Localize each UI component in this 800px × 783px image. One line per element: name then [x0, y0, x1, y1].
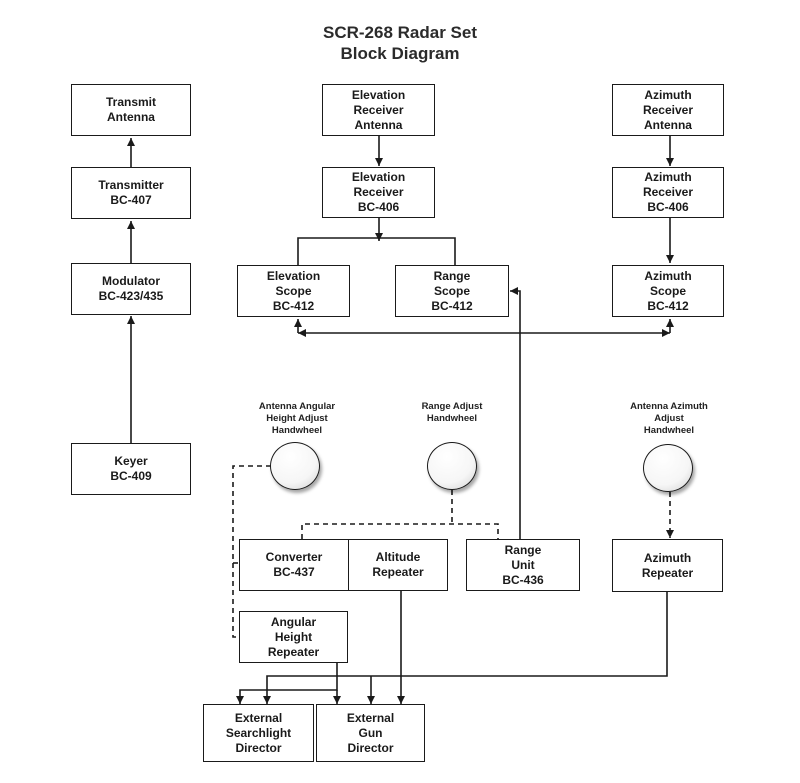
angular-height-handwheel-label: Antenna Angular Height Adjust Handwheel — [258, 401, 336, 436]
modulator-block: Modulator BC-423/435 — [71, 263, 191, 315]
elevation-receiver-antenna-block: Elevation Receiver Antenna — [322, 84, 435, 136]
converter-block: Converter BC-437 — [239, 539, 349, 591]
azimuth-repeater-block: Azimuth Repeater — [612, 539, 723, 592]
wire-elev-receiver-split — [297, 237, 456, 265]
keyer-block: Keyer BC-409 — [71, 443, 191, 495]
range-adjust-handwheel-label: Range Adjust Handwheel — [421, 401, 483, 424]
azimuth-adjust-handwheel-label: Antenna Azimuth Adjust Handwheel — [630, 401, 708, 436]
diagram-subtitle: Block Diagram — [340, 44, 460, 63]
range-scope-block: Range Scope BC-412 — [395, 265, 509, 317]
external-searchlight-director-block: External Searchlight Director — [203, 704, 314, 762]
range-adjust-handwheel-icon — [427, 442, 477, 490]
transmitter-block: Transmitter BC-407 — [71, 167, 191, 219]
wire-angular-to-directors — [236, 663, 338, 704]
external-gun-director-block: External Gun Director — [316, 704, 425, 762]
azimuth-adjust-handwheel-icon — [643, 444, 693, 492]
wire-range-unit-to-scope — [510, 287, 521, 540]
angular-height-repeater-block: Angular Height Repeater — [239, 611, 348, 663]
diagram-title: SCR-268 Radar Set — [322, 23, 477, 42]
range-unit-block: Range Unit BC-436 — [466, 539, 580, 591]
angular-height-handwheel-icon — [270, 442, 320, 490]
elevation-scope-block: Elevation Scope BC-412 — [237, 265, 350, 317]
azimuth-receiver-antenna-block: Azimuth Receiver Antenna — [612, 84, 724, 136]
transmit-antenna-block: Transmit Antenna — [71, 84, 191, 136]
azimuth-receiver-block: Azimuth Receiver BC-406 — [612, 167, 724, 218]
azimuth-scope-block: Azimuth Scope BC-412 — [612, 265, 724, 317]
altitude-repeater-block: Altitude Repeater — [348, 539, 448, 591]
elevation-receiver-block: Elevation Receiver BC-406 — [322, 167, 435, 218]
link-angular-wheel — [232, 465, 271, 638]
